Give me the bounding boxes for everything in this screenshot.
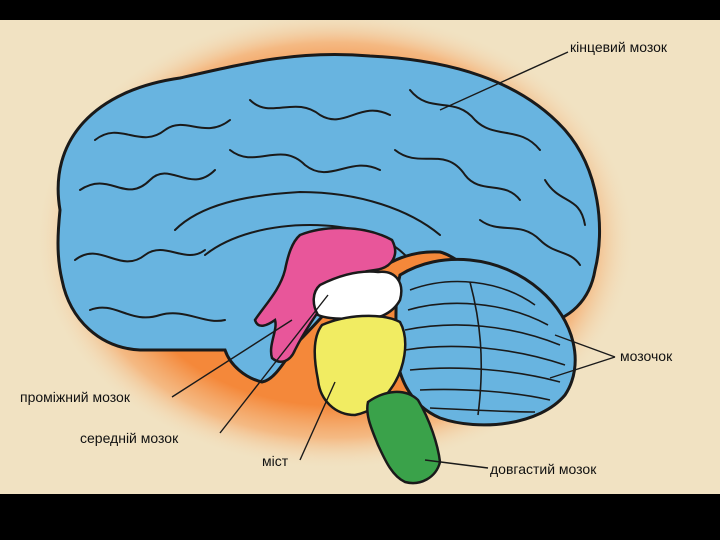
diagram-canvas: кінцевий мозок мозочок проміжний мозок с… — [0, 20, 720, 494]
label-cerebrum: кінцевий мозок — [570, 39, 667, 55]
brain-diagram — [0, 20, 720, 494]
label-pons: міст — [262, 453, 288, 469]
label-medulla: довгастий мозок — [490, 461, 596, 477]
label-diencephalon: проміжний мозок — [20, 389, 130, 405]
label-midbrain: середній мозок — [80, 430, 178, 446]
label-cerebellum: мозочок — [620, 348, 672, 364]
